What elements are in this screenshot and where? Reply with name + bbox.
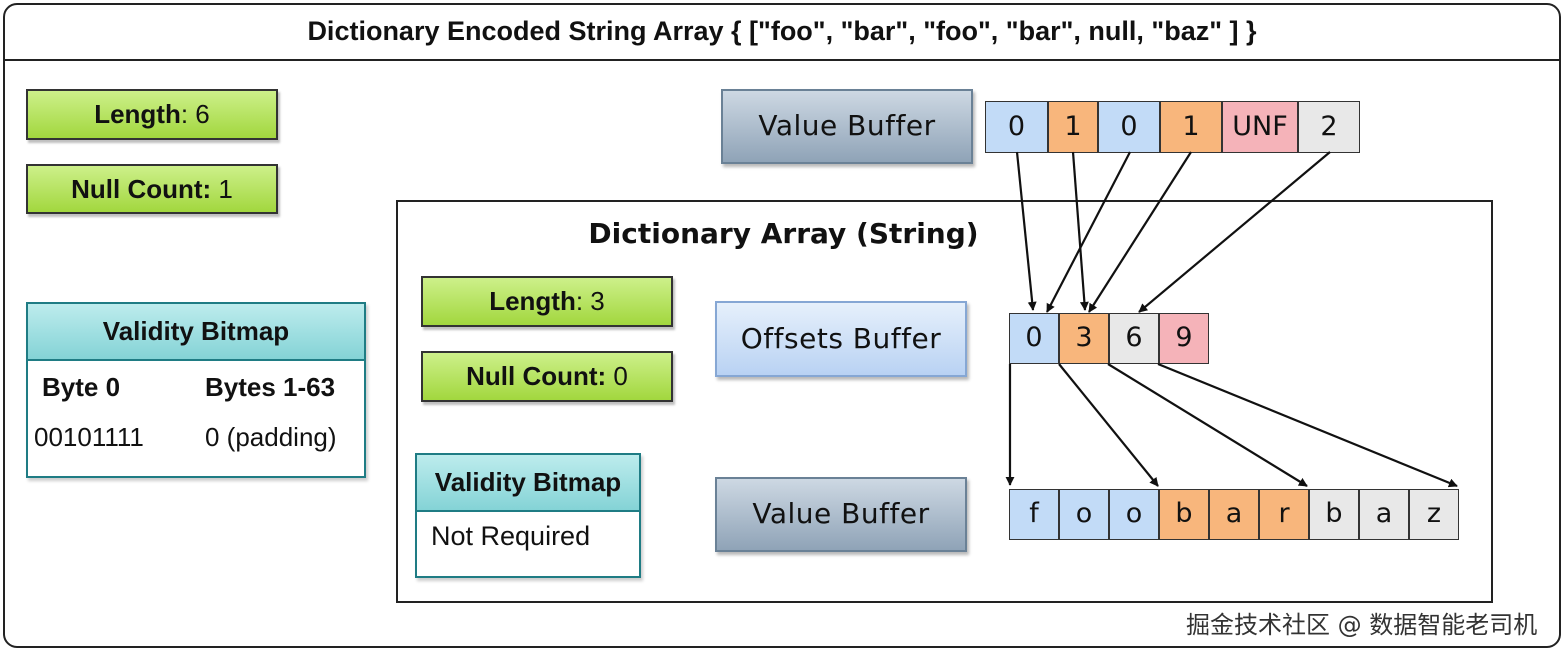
byte0-header: Byte 0 [42, 372, 121, 402]
arrow-index-1b [1088, 151, 1192, 313]
char-cell-6: b [1309, 489, 1359, 540]
char-cell-4: a [1209, 489, 1259, 540]
arrow-index-1a [1071, 151, 1089, 311]
outer-null-count-box: Null Count: 1 [26, 164, 278, 214]
dict-validity-bitmap: Validity Bitmap Not Required [415, 453, 641, 578]
dict-length-label: Length [489, 286, 576, 316]
dict-null-count-label: Null Count: [466, 361, 607, 391]
arrow-index-0a [1015, 151, 1037, 311]
offsets-buffer-label: Offsets Buffer [715, 301, 967, 377]
watermark: 掘金技术社区 @ 数据智能老司机 [1186, 611, 1538, 639]
outer-validity-header: Validity Bitmap [28, 304, 364, 361]
char-cell-2: o [1109, 489, 1159, 540]
outer-length-value: : 6 [180, 99, 210, 129]
dict-validity-body: Not Required [431, 521, 591, 551]
char-cell-5: r [1259, 489, 1309, 540]
char-cell-8: z [1409, 489, 1459, 540]
arrow-index-0b [1046, 151, 1131, 313]
offset-cell-0: 0 [1009, 313, 1059, 364]
dict-value-buffer-label: Value Buffer [715, 477, 967, 552]
arrow-offset-3 [1058, 363, 1159, 487]
offset-cell-1: 3 [1059, 313, 1109, 364]
value-cell-4: UNF [1222, 101, 1298, 153]
outer-frame [3, 3, 1561, 648]
outer-null-count-label: Null Count: [71, 174, 212, 204]
dict-length-box: Length: 3 [421, 276, 673, 327]
offset-cell-3: 9 [1159, 313, 1209, 364]
dict-validity-header: Validity Bitmap [417, 455, 639, 512]
offset-cell-2: 6 [1109, 313, 1159, 364]
outer-validity-bitmap: Validity Bitmap Byte 0 Bytes 1-63 001011… [26, 302, 366, 478]
char-cell-7: a [1359, 489, 1409, 540]
value-cell-1: 1 [1048, 101, 1098, 153]
byte0-value: 00101111 [34, 422, 144, 452]
value-cell-0: 0 [985, 101, 1048, 153]
bytes-1-63-header: Bytes 1-63 [205, 372, 336, 402]
dict-null-count-value: 0 [606, 361, 628, 391]
dictionary-array-title: Dictionary Array (String) [588, 217, 979, 250]
outer-length-box: Length: 6 [26, 89, 278, 140]
value-cell-5: 2 [1298, 101, 1360, 153]
bytes-1-63-value: 0 (padding) [205, 422, 337, 452]
dict-null-count-box: Null Count: 0 [421, 351, 673, 402]
arrow-offset-9 [1157, 362, 1458, 488]
char-cell-3: b [1159, 489, 1209, 540]
value-cell-2: 0 [1098, 101, 1160, 153]
char-cell-0: f [1009, 489, 1059, 540]
dict-length-value: : 3 [575, 286, 605, 316]
arrow-offset-6 [1107, 363, 1308, 487]
char-cell-1: o [1059, 489, 1109, 540]
outer-null-count-value: 1 [211, 174, 233, 204]
diagram-title: Dictionary Encoded String Array { ["foo"… [3, 3, 1561, 61]
dictionary-array-box [396, 200, 1493, 603]
outer-value-buffer-label: Value Buffer [721, 89, 973, 164]
arrow-index-2 [1138, 151, 1331, 313]
value-cell-3: 1 [1160, 101, 1222, 153]
outer-length-label: Length [94, 99, 181, 129]
